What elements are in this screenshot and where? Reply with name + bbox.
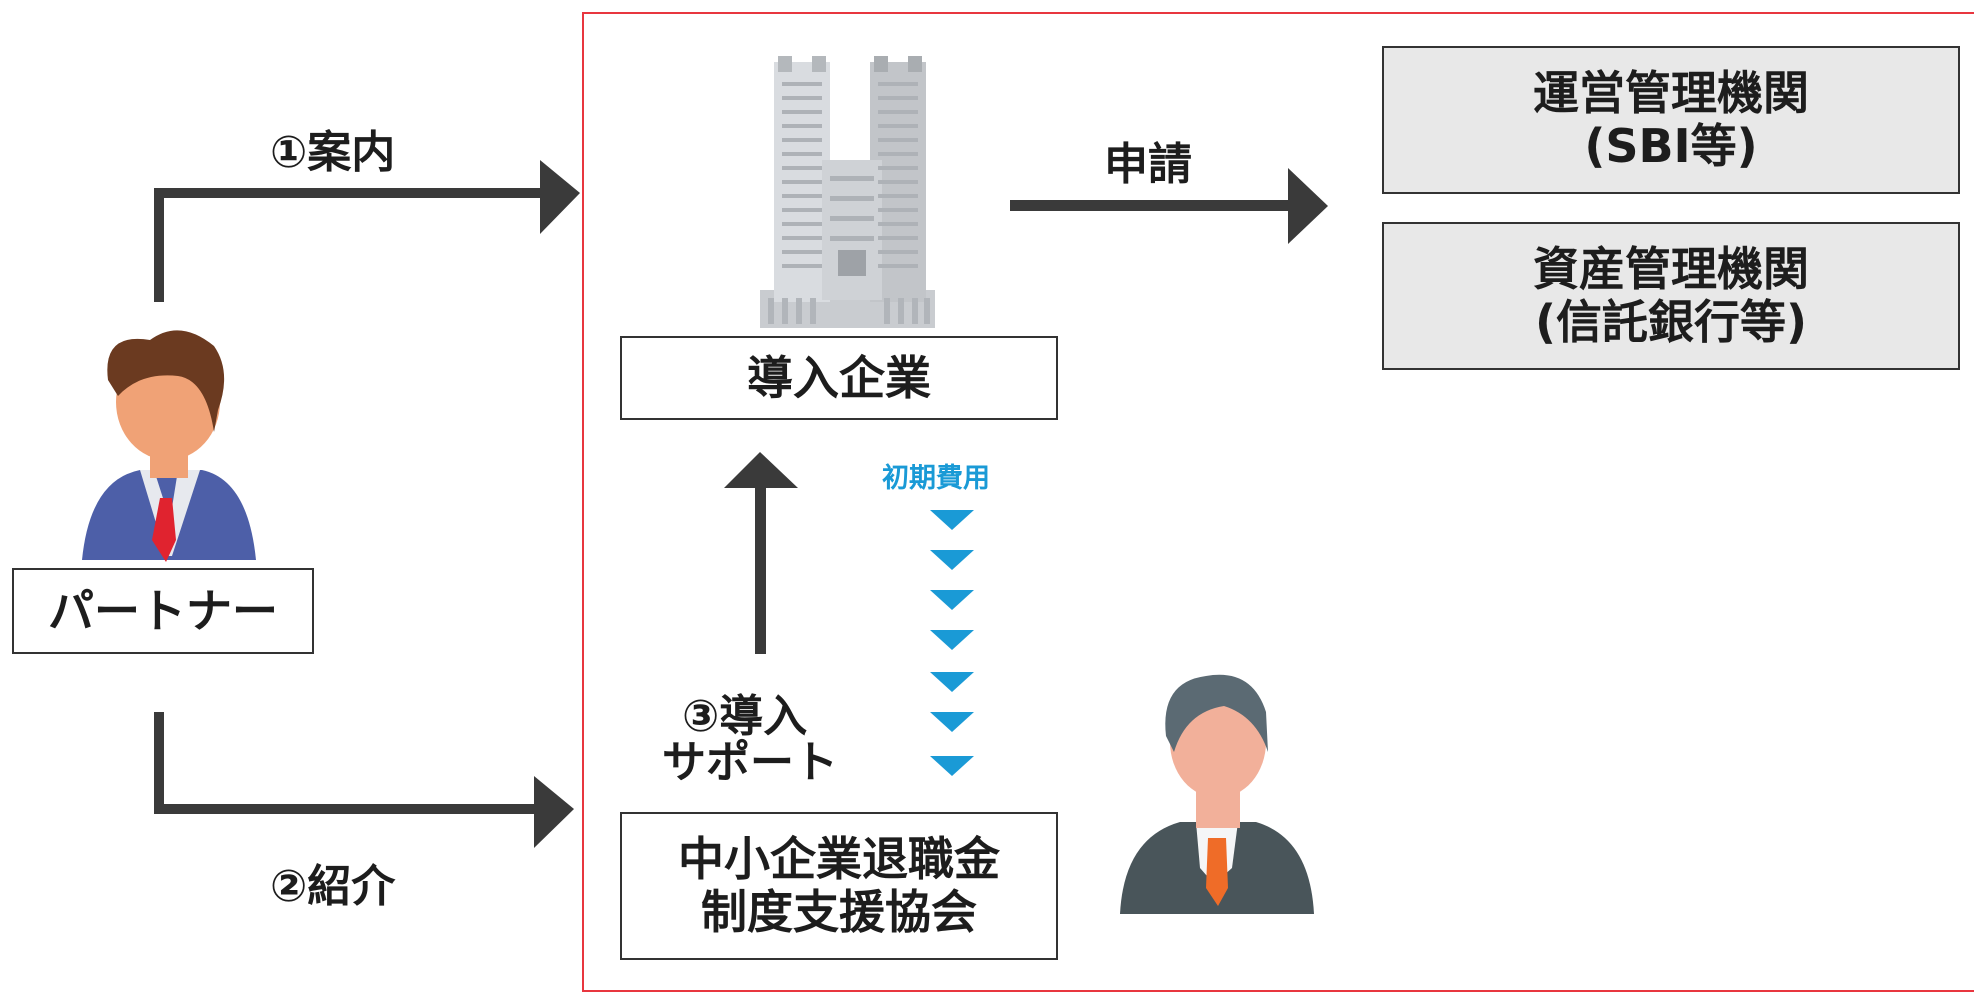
arrow-guide: [154, 160, 580, 302]
association-box: 中小企業退職金 制度支援協会: [620, 812, 1058, 960]
org2-label-line1: 資産管理機関: [1533, 242, 1809, 297]
company-box: 導入企業: [620, 336, 1058, 420]
org1-label-line1: 運営管理機関: [1533, 66, 1809, 121]
apply-label: 申請: [1104, 139, 1192, 190]
partner-label: パートナー: [48, 583, 278, 638]
company-label: 導入企業: [747, 350, 931, 405]
org2-label-line2: (信託銀行等): [1534, 295, 1808, 349]
step2-label: ②紹介: [270, 861, 396, 912]
association-label-line1: 中小企業退職金: [678, 832, 1000, 887]
support-label-line1: ③導入: [682, 691, 808, 742]
initial-cost-flow: [930, 510, 974, 776]
association-label-line2: 制度支援協会: [701, 885, 977, 939]
arrow-support: [724, 452, 798, 654]
association-person-icon: [1120, 674, 1314, 914]
operating-management-org-box: 運営管理機関 (SBI等): [1382, 46, 1960, 194]
arrow-introduction: [154, 712, 574, 848]
building-icon: [760, 56, 935, 328]
asset-management-org-box: 資産管理機関 (信託銀行等): [1382, 222, 1960, 370]
org1-label-line2: (SBI等): [1584, 119, 1758, 173]
support-label-line2: サポート: [662, 737, 838, 788]
initial-cost-label: 初期費用: [882, 463, 990, 494]
step1-label: ①案内: [270, 127, 396, 178]
partner-person-icon: [82, 330, 256, 562]
partner-box: パートナー: [12, 568, 314, 654]
arrow-apply: [1010, 168, 1328, 244]
